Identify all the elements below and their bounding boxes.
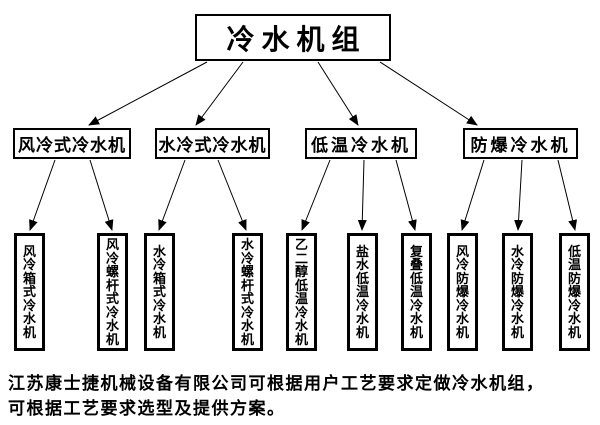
node-cascade-low-temp-chiller: 复 叠 低 温 冷 水 机 (401, 233, 432, 351)
node-low-temp-chiller-label: 低温冷水机 (311, 136, 411, 155)
connector-root-explosion-proof (379, 61, 478, 126)
connector-low-temp-cascade (395, 159, 417, 231)
node-air-cooled-explosion-proof-chiller: 风 冷 防 爆 冷 水 机 (447, 233, 478, 351)
node-low-temp-chiller: 低温冷水机 (305, 128, 417, 159)
connector-water-cooled-screw (217, 159, 247, 231)
node-air-cooled-screw-chiller: 风 冷 螺 杆 式 冷 水 机 (97, 233, 128, 351)
node-explosion-proof-chiller: 防爆冷水机 (463, 128, 578, 159)
node-water-cooled-explosion-proof-chiller-label: 水 冷 防 爆 冷 水 机 (510, 243, 524, 340)
node-air-cooled-box-chiller-label: 风 冷 箱 式 冷 水 机 (22, 243, 36, 340)
node-chiller-unit: 冷水机组 (195, 14, 391, 61)
node-water-cooled-box-chiller: 水 冷 箱 式 冷 水 机 (144, 233, 175, 351)
node-air-cooled-chiller: 风冷式冷水机 (13, 128, 131, 159)
node-water-cooled-box-chiller-label: 水 冷 箱 式 冷 水 机 (152, 243, 166, 340)
connector-root-water-cooled (195, 61, 244, 126)
connector-air-cooled-box (29, 159, 56, 231)
connector-root-low-temp (317, 61, 359, 126)
connector-explosion-low-temp (557, 159, 578, 231)
connector-low-temp-glycol (301, 159, 331, 231)
connector-root-air-cooled (88, 61, 208, 126)
company-note-line1: 江苏康士捷机械设备有限公司可根据用户工艺要求定做冷水机组， (8, 374, 545, 393)
node-water-cooled-chiller: 水冷式冷水机 (155, 128, 270, 159)
connector-explosion-water (514, 159, 524, 231)
connector-explosion-air (460, 159, 485, 231)
node-air-cooled-screw-chiller-label: 风 冷 螺 杆 式 冷 水 机 (105, 237, 119, 347)
connector-low-temp-brine (357, 159, 367, 231)
node-glycol-low-temp-chiller: 乙 二 醇 低 温 冷 水 机 (286, 233, 317, 351)
node-water-cooled-screw-chiller: 水 冷 螺 杆 式 冷 水 机 (232, 233, 263, 351)
node-explosion-proof-chiller-label: 防爆冷水机 (470, 136, 571, 155)
node-water-cooled-explosion-proof-chiller: 水 冷 防 爆 冷 水 机 (502, 233, 533, 351)
node-brine-low-temp-chiller-label: 盐 水 低 温 冷 水 机 (355, 243, 369, 340)
node-water-cooled-chiller-label: 水冷式冷水机 (158, 136, 267, 155)
node-chiller-unit-label: 冷水机组 (226, 24, 367, 56)
node-glycol-low-temp-chiller-label: 乙 二 醇 低 温 冷 水 机 (294, 237, 308, 347)
node-air-cooled-chiller-label: 风冷式冷水机 (18, 136, 126, 155)
company-note-line2: 可根据工艺要求选型及提供方案。 (8, 399, 286, 418)
connector-air-cooled-screw (89, 159, 114, 231)
node-low-temp-explosion-proof-chiller: 低 温 防 爆 冷 水 机 (559, 233, 590, 351)
connector-water-cooled-box (158, 159, 186, 231)
node-air-cooled-box-chiller: 风 冷 箱 式 冷 水 机 (14, 233, 45, 351)
node-brine-low-temp-chiller: 盐 水 低 温 冷 水 机 (347, 233, 378, 351)
node-low-temp-explosion-proof-chiller-label: 低 温 防 爆 冷 水 机 (567, 243, 581, 340)
node-water-cooled-screw-chiller-label: 水 冷 螺 杆 式 冷 水 机 (240, 237, 254, 347)
node-air-cooled-explosion-proof-chiller-label: 风 冷 防 爆 冷 水 机 (455, 243, 469, 340)
node-cascade-low-temp-chiller-label: 复 叠 低 温 冷 水 机 (409, 243, 423, 340)
company-note: 江苏康士捷机械设备有限公司可根据用户工艺要求定做冷水机组， 可根据工艺要求选型及… (8, 371, 596, 421)
